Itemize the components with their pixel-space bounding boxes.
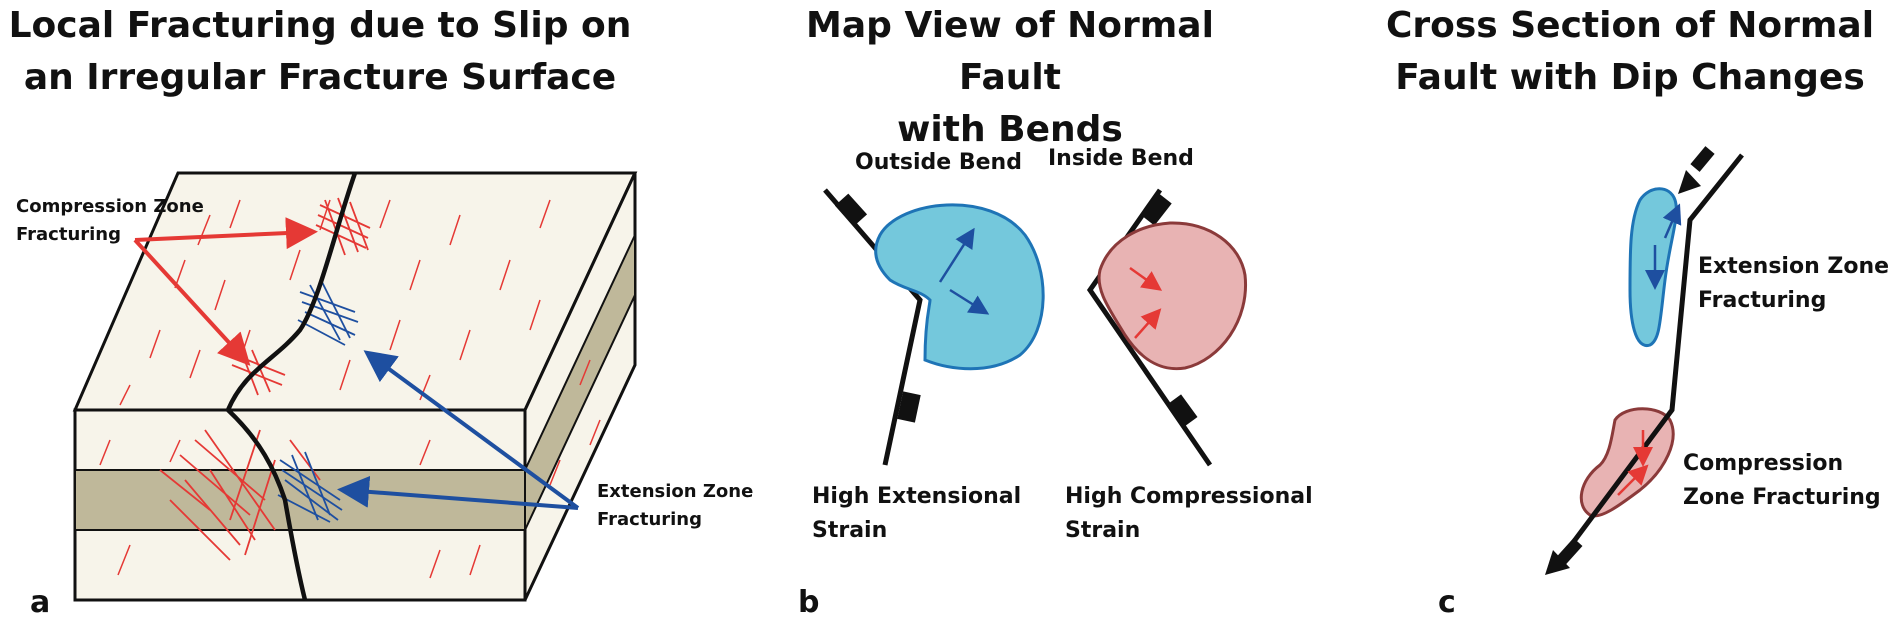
compression-arrows-b <box>1129 266 1163 339</box>
compression-zone-blob <box>1097 221 1248 371</box>
extension-zone-blob <box>874 203 1045 371</box>
panel-c-title: Cross Section of Normal Fault with Dip C… <box>1385 5 1875 98</box>
panel-letter-b: b <box>798 585 820 620</box>
panel-c <box>1545 146 1744 575</box>
compression-zone-fracturing-label: Compression Zone Fracturing <box>1683 451 1881 510</box>
compression-zone-label: Compression Zone Fracturing <box>16 196 204 245</box>
compression-arrows <box>133 217 318 366</box>
fault-tick-right-top <box>1140 192 1172 226</box>
panel-b-title: Map View of Normal Fault with Bends <box>806 5 1214 150</box>
extension-zone-label: Extension Zone Fracturing <box>597 481 754 530</box>
fault-cross-section <box>1557 153 1744 562</box>
high-extensional-strain-label: High Extensional Strain <box>812 484 1022 543</box>
red-fractures-background <box>99 199 601 579</box>
extension-fracture-clusters <box>277 281 359 523</box>
extension-arrows <box>337 350 580 510</box>
fault-tick-right-bottom <box>1166 394 1198 428</box>
panel-letter-a: a <box>30 585 51 620</box>
layer-side <box>524 234 636 531</box>
fault-trace <box>225 172 358 601</box>
fault-left <box>823 188 923 466</box>
fault-tick-left-top <box>834 193 868 227</box>
panel-b <box>823 188 1248 467</box>
movement-arrow-top <box>1678 146 1715 194</box>
high-compressional-strain-label: High Compressional Strain <box>1065 484 1313 543</box>
panel-letter-c: c <box>1438 585 1456 620</box>
compression-arrows-c <box>1617 430 1653 496</box>
movement-arrow-bottom <box>1545 537 1583 575</box>
extension-zone-fracturing-label: Extension Zone Fracturing <box>1698 254 1890 313</box>
extension-arrows-c <box>1645 203 1682 290</box>
extension-zone-c <box>1628 187 1678 347</box>
outside-bend-label: Outside Bend <box>855 150 1022 175</box>
inside-bend-label: Inside Bend <box>1048 146 1194 171</box>
panel-a-block <box>72 171 638 602</box>
panel-a-title: Local Fracturing due to Slip on an Irreg… <box>8 5 632 98</box>
fault-tick-left-bottom <box>897 391 921 423</box>
compression-fracture-clusters <box>159 197 371 561</box>
extension-arrows-b <box>938 227 990 315</box>
